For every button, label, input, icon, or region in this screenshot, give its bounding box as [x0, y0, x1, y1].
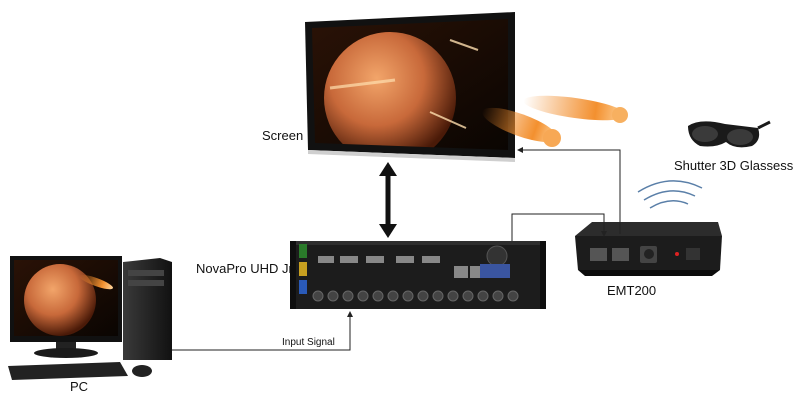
wireless-signal-icon: [637, 180, 703, 209]
emt-label: EMT200: [607, 283, 657, 298]
screen-label: Screen: [262, 128, 304, 143]
meteor-graphic: [482, 95, 628, 147]
novapro-label: NovaPro UHD Jr: [196, 261, 293, 276]
emitter-box-icon: [575, 222, 722, 276]
bidirectional-arrow: [379, 162, 397, 238]
video-controller-icon: [290, 241, 546, 309]
display-screen-icon: [305, 12, 515, 162]
pc-label: PC: [70, 379, 89, 394]
connection-lines: [172, 147, 621, 351]
desktop-pc-icon: [8, 256, 172, 380]
input-signal-label: Input Signal: [282, 337, 335, 348]
glasses-label: Shutter 3D Glassess: [674, 158, 794, 173]
shutter-3d-glasses-icon: [688, 120, 771, 148]
